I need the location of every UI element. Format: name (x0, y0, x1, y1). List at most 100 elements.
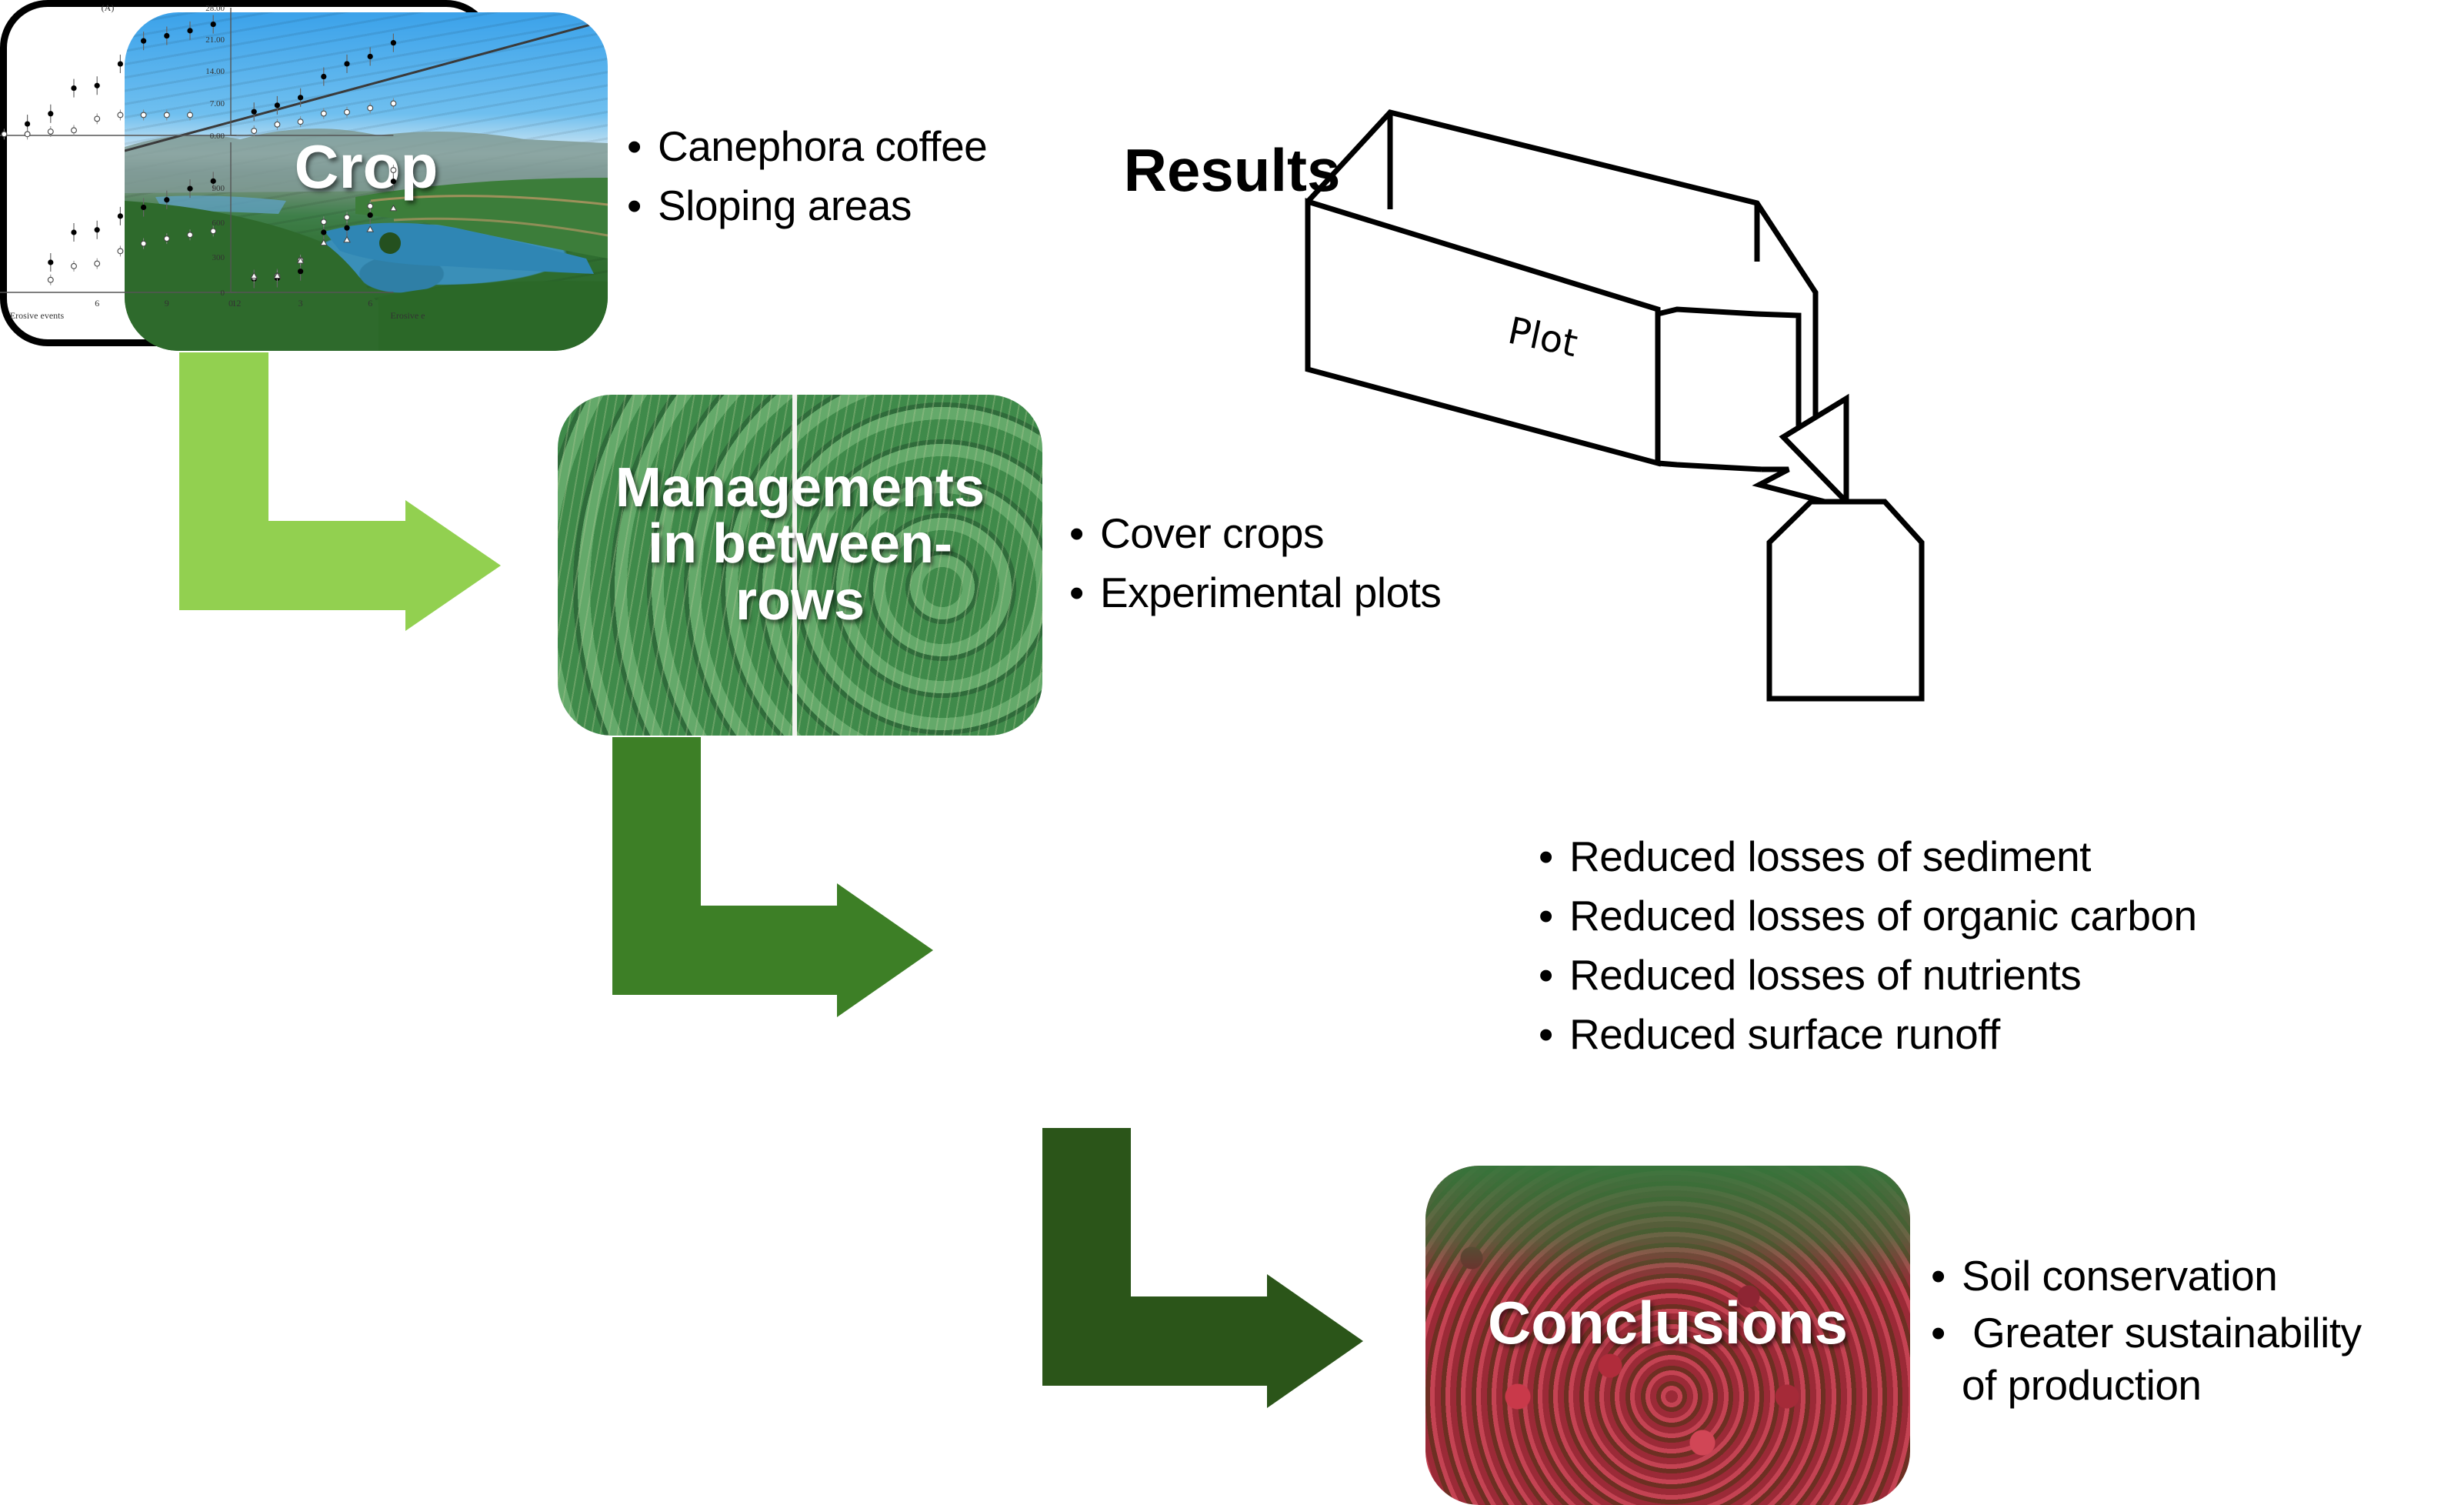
data-point-open (1, 131, 8, 138)
data-point-open (297, 118, 304, 125)
x-tick-label: 0 (228, 298, 233, 309)
y-tick-label: 0 (221, 289, 225, 298)
data-point-open (251, 128, 258, 135)
bent-arrow-1 (179, 352, 501, 631)
bullet-icon: • (627, 122, 642, 170)
data-point-filled (141, 204, 147, 211)
y-tick-label: 7.00 (210, 99, 225, 108)
data-point-filled (164, 197, 170, 203)
y-tick-label: 14.00 (205, 67, 225, 76)
x-tick-label: 6 (368, 298, 372, 309)
data-point-filled (367, 53, 373, 60)
data-point-open (390, 167, 397, 174)
data-point-open (390, 100, 397, 107)
data-point-filled (187, 28, 193, 34)
arrow-shape (179, 352, 501, 631)
data-point-filled (344, 225, 350, 231)
list-item: •Sloping areas (627, 176, 987, 235)
list-item: •Reduced losses of organic carbon (1539, 886, 2197, 946)
arrow-shape (612, 737, 933, 1017)
data-point-open (71, 262, 77, 269)
list-item: •Reduced surface runoff (1539, 1005, 2197, 1064)
data-point-open (71, 127, 77, 134)
x-axis-label: Erosive e (391, 310, 425, 321)
bullet-icon: • (1539, 892, 1553, 939)
x-tick-label: 9 (165, 298, 169, 309)
list-item-continuation: of production (1962, 1361, 2202, 1409)
data-point-filled (164, 32, 170, 39)
managements-image-card: Managements in between- rows (558, 395, 1042, 736)
data-point-open (117, 112, 124, 118)
data-point-open (187, 112, 193, 118)
results-bullet-list: •Reduced losses of sediment •Reduced los… (1539, 827, 2197, 1064)
data-point-filled (141, 38, 147, 44)
data-point-open (47, 276, 54, 283)
y-tick-label: 28.00 (205, 4, 225, 13)
data-point-filled (298, 95, 304, 101)
x-tick-label: 12 (232, 298, 241, 309)
managements-title: Managements in between- rows (615, 457, 985, 632)
data-point-open (140, 112, 147, 118)
data-point-open (274, 121, 281, 128)
data-point-filled (390, 179, 396, 185)
y-tick-label: 300 (212, 253, 225, 262)
landscape-illustration (125, 18, 608, 351)
data-point-open (187, 232, 193, 239)
data-point-filled (94, 82, 100, 88)
data-point-filled (210, 21, 216, 28)
data-point-open (320, 219, 327, 225)
data-point-triangle (343, 235, 351, 243)
list-item: •Reduced losses of sediment (1539, 827, 2197, 886)
bullet-icon: • (627, 182, 642, 229)
data-point-open (94, 115, 101, 122)
bent-arrow-3 (1042, 1128, 1363, 1408)
data-point-filled (367, 212, 373, 219)
data-point-open (94, 260, 101, 267)
data-point-filled (71, 229, 77, 235)
data-point-filled (117, 61, 123, 67)
data-point-triangle (366, 225, 375, 232)
data-point-filled (210, 178, 216, 184)
list-item: •Cover crops (1069, 504, 1441, 563)
crop-bullet-list: •Canephora coffee •Sloping areas (627, 117, 988, 235)
list-item: •Reduced losses of nutrients (1539, 946, 2197, 1005)
data-point-open (163, 235, 170, 242)
bullet-icon: • (1069, 569, 1084, 616)
list-item: •Soil conservation (1931, 1246, 2362, 1306)
data-point-open (117, 248, 124, 255)
data-point-filled (390, 40, 396, 46)
collector-tank-icon (1766, 499, 1925, 702)
data-point-filled (251, 108, 257, 115)
data-point-open (163, 112, 170, 118)
plot-front-face (1305, 198, 1661, 467)
bullet-icon: • (1539, 833, 1553, 880)
data-point-filled (344, 61, 350, 67)
data-point-filled (321, 229, 327, 235)
funnel-icon (1779, 393, 1849, 509)
data-point-filled (298, 269, 304, 275)
bullet-icon: • (1539, 951, 1553, 999)
list-item: •Experimental plots (1069, 563, 1442, 622)
bullet-icon: • (1931, 1252, 1946, 1300)
data-point-filled (94, 227, 100, 233)
conclusions-bullet-list: •Soil conservation •Greater sustainabili… (1931, 1246, 2362, 1410)
data-point-open (47, 128, 54, 135)
data-point-filled (48, 111, 54, 117)
crop-image-card: Crop (125, 12, 608, 351)
data-point-open (367, 202, 374, 209)
list-item: •Greater sustainability (1931, 1306, 2362, 1360)
results-title: Results (1123, 136, 1341, 204)
data-point-open (210, 228, 217, 235)
conclusions-title: Conclusions (1487, 1289, 1849, 1357)
x-tick-label: 6 (95, 298, 99, 309)
data-point-filled (24, 121, 31, 127)
bullet-icon: • (1931, 1309, 1946, 1357)
bullet-icon: • (1539, 1010, 1553, 1058)
arrow-shape (1042, 1128, 1363, 1408)
y-tick-label: 900 (212, 184, 225, 193)
data-point-triangle (250, 272, 258, 279)
data-point-open (344, 108, 350, 115)
data-point-triangle (296, 257, 305, 264)
data-point-filled (187, 185, 193, 192)
